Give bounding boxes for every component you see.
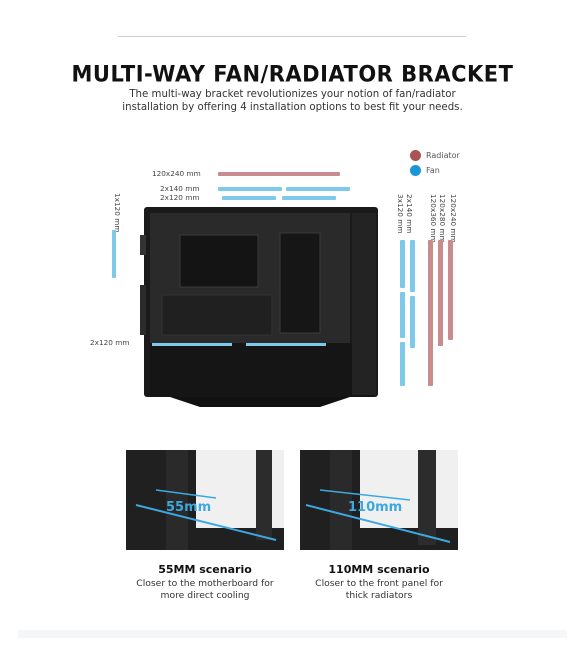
pc-case-illustration: [140, 205, 380, 410]
right-radiator-360-bar: [428, 240, 433, 386]
right-radiator-280-bar: [438, 240, 443, 346]
right-radiator-360-label: 120x360 mm: [429, 194, 438, 243]
top-fan-120-label: 2x120 mm: [160, 193, 200, 202]
scenario-55mm-desc-line-2: more direct cooling: [160, 590, 250, 601]
legend-fan-label: Fan: [426, 166, 440, 175]
scenario-55mm-desc: Closer to the motherboard for more direc…: [110, 578, 300, 602]
right-radiator-240-label: 120x240 mm: [449, 194, 458, 243]
scenario-110mm-desc-line-1: Closer to the front panel for: [315, 578, 443, 589]
bottom-footer-strip: [18, 630, 567, 638]
top-fan-140-bar-1: [218, 187, 282, 191]
pc-case-graphic: [140, 207, 378, 407]
scenario-110mm-desc-line-2: thick radiators: [345, 590, 413, 601]
right-fan-120-bar-3: [400, 342, 405, 386]
scenario-55mm-overlay: 55mm: [166, 500, 212, 515]
page-title: MULTI-WAY FAN/RADIATOR BRACKET: [71, 61, 514, 87]
scenario-55mm-graphic: [126, 450, 284, 550]
legend-fan-swatch: [410, 165, 421, 176]
subtitle-line-2: installation by offering 4 installation …: [122, 102, 463, 113]
top-fan-140-bar-2: [286, 187, 350, 191]
left-fan-bar: [112, 230, 116, 278]
top-radiator-label: 120x240 mm: [152, 169, 201, 178]
scenario-110mm-photo: 110mm: [300, 450, 458, 550]
left-fan-label: 1x120 mm: [113, 193, 122, 233]
right-fan-140-label: 2x140 mm: [405, 194, 414, 234]
page-subtitle: The multi-way bracket revolutionizes you…: [0, 88, 585, 114]
right-radiator-240-bar: [448, 240, 453, 340]
top-fan-120-bar-2: [282, 196, 336, 200]
subtitle-line-1: The multi-way bracket revolutionizes you…: [129, 89, 456, 100]
scenario-110mm-overlay: 110mm: [348, 500, 403, 515]
scenario-55mm-photo: 55mm: [126, 450, 284, 550]
right-radiator-280-label: 120x280 mm: [438, 194, 447, 243]
right-fan-120-bar-2: [400, 292, 405, 338]
legend-radiator-label: Radiator: [426, 151, 460, 160]
scenario-55mm-desc-line-1: Closer to the motherboard for: [136, 578, 274, 589]
scenario-110mm-desc: Closer to the front panel for thick radi…: [284, 578, 474, 602]
top-radiator-bar: [218, 172, 340, 176]
bottom-fan-label: 2x120 mm: [90, 338, 130, 347]
top-fan-140-label: 2x140 mm: [160, 184, 200, 193]
right-fan-140-bar-2: [410, 296, 415, 348]
top-fan-120-bar-1: [222, 196, 276, 200]
scenario-110mm-graphic: [300, 450, 458, 550]
legend-radiator-swatch: [410, 150, 421, 161]
right-fan-140-bar-1: [410, 240, 415, 292]
scenario-110mm-title: 110MM scenario: [328, 563, 430, 576]
top-divider: [118, 36, 466, 37]
right-fan-120-label: 3x120 mm: [396, 194, 405, 234]
right-fan-120-bar-1: [400, 240, 405, 288]
scenario-55mm-title: 55MM scenario: [158, 563, 252, 576]
